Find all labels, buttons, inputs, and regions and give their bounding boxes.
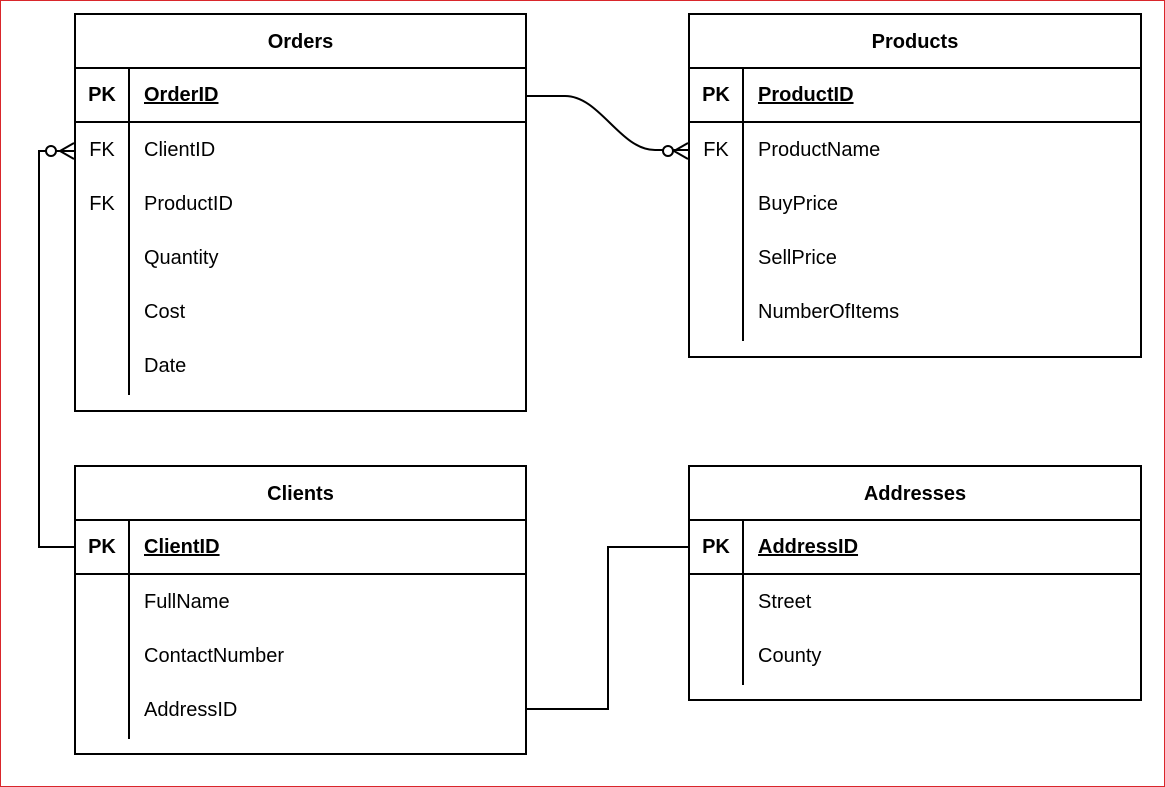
key-column-divider <box>742 69 744 341</box>
attribute-row: FK ProductID <box>76 177 525 231</box>
crows-foot-products <box>671 142 689 160</box>
attribute-row: SellPrice <box>690 231 1140 285</box>
crows-foot-orders <box>57 142 75 160</box>
key-label: FK <box>89 192 115 215</box>
zero-or-many-circle-products <box>662 145 674 157</box>
attribute-name: County <box>758 644 822 667</box>
attribute-name: ClientID <box>144 535 220 558</box>
attribute-row-pk: PK ClientID <box>76 521 525 575</box>
attribute-name: Street <box>758 590 812 613</box>
zero-or-many-circle-orders <box>45 145 57 157</box>
attribute-row: ContactNumber <box>76 629 525 683</box>
attribute-name: AddressID <box>758 535 859 558</box>
attribute-name: NumberOfItems <box>758 300 900 323</box>
attribute-name: ClientID <box>144 138 216 161</box>
attribute-name: SellPrice <box>758 246 837 269</box>
attribute-name: OrderID <box>144 83 219 106</box>
attribute-name: ProductID <box>758 83 854 106</box>
key-column-divider <box>128 69 130 395</box>
attribute-name: ProductID <box>144 192 233 215</box>
attribute-row: Street <box>690 575 1140 629</box>
key-column-divider <box>128 521 130 739</box>
entity-title: Orders <box>76 15 525 69</box>
relationship-line-clients-addresses <box>527 546 688 710</box>
attribute-name: FullName <box>144 590 230 613</box>
key-label: PK <box>88 83 116 106</box>
key-label: PK <box>702 83 730 106</box>
attribute-name: ContactNumber <box>144 644 285 667</box>
entity-products[interactable]: Products PK ProductID FK ProductName Buy… <box>688 13 1142 358</box>
attribute-name: BuyPrice <box>758 192 839 215</box>
attribute-name: Date <box>144 354 187 377</box>
entity-title: Addresses <box>690 467 1140 521</box>
entity-title: Products <box>690 15 1140 69</box>
attribute-row-pk: PK ProductID <box>690 69 1140 123</box>
attribute-row-pk: PK AddressID <box>690 521 1140 575</box>
attribute-name: Quantity <box>144 246 219 269</box>
key-label: PK <box>88 535 116 558</box>
attribute-name: AddressID <box>144 698 238 721</box>
attribute-name: ProductName <box>758 138 881 161</box>
entity-orders[interactable]: Orders PK OrderID FK ClientID FK Product… <box>74 13 527 412</box>
attribute-name: Cost <box>144 300 186 323</box>
attribute-row: FullName <box>76 575 525 629</box>
attribute-row: AddressID <box>76 683 525 737</box>
attribute-row: NumberOfItems <box>690 285 1140 339</box>
attribute-row: FK ProductName <box>690 123 1140 177</box>
attribute-row: Cost <box>76 285 525 339</box>
entity-clients[interactable]: Clients PK ClientID FullName ContactNumb… <box>74 465 527 755</box>
attribute-row-pk: PK OrderID <box>76 69 525 123</box>
attribute-row: County <box>690 629 1140 683</box>
attribute-row: Date <box>76 339 525 393</box>
key-label: FK <box>89 138 115 161</box>
attribute-row: BuyPrice <box>690 177 1140 231</box>
attribute-row: Quantity <box>76 231 525 285</box>
entity-addresses[interactable]: Addresses PK AddressID Street County <box>688 465 1142 701</box>
entity-title: Clients <box>76 467 525 521</box>
key-label: PK <box>702 535 730 558</box>
key-column-divider <box>742 521 744 685</box>
relationship-line-clients-orders <box>38 150 74 548</box>
attribute-row: FK ClientID <box>76 123 525 177</box>
relationship-line-orders-products <box>527 95 688 151</box>
key-label: FK <box>703 138 729 161</box>
